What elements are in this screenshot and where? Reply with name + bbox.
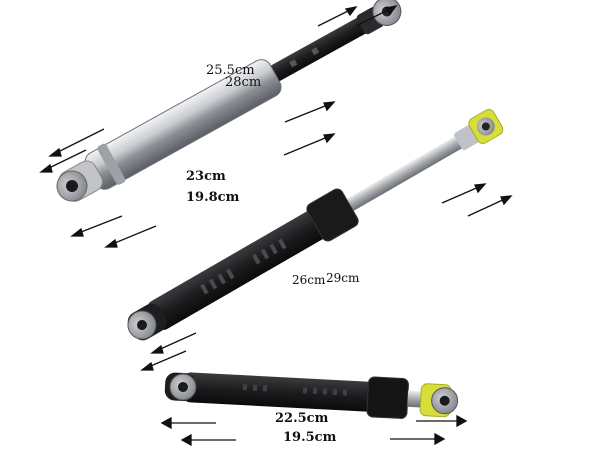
shock-absorber-chrome (56, 0, 402, 202)
piston-rod (342, 131, 471, 214)
black-body (182, 372, 384, 413)
right-pointing-arrow-icon (317, 6, 358, 27)
arrows (39, 5, 513, 447)
label-top-long-b: 28cm (225, 75, 262, 90)
label-top-long-a: 25.5cm (206, 63, 255, 78)
bushing-hole (481, 122, 490, 131)
body-ring (97, 143, 126, 185)
bushing-hole (137, 320, 147, 330)
tube-slot (311, 47, 320, 56)
bushing-hole (66, 180, 78, 192)
label-middle-b: 29cm (326, 271, 360, 285)
shock-absorber-black-short (164, 372, 459, 419)
left-pointing-arrow-icon (70, 215, 123, 237)
tube-slot (289, 59, 298, 68)
left-pointing-arrow-icon (160, 416, 216, 430)
right-pointing-arrow-icon (355, 5, 398, 27)
right-pointing-arrow-icon (467, 195, 513, 217)
right-pointing-arrow-icon (416, 414, 468, 428)
right-pointing-arrow-icon (283, 133, 336, 156)
body-collar (366, 376, 409, 419)
left-pointing-arrow-icon (104, 225, 157, 248)
body-ribs (242, 384, 348, 396)
left-pointing-arrow-icon (39, 149, 87, 173)
left-pointing-arrow-icon (140, 350, 187, 371)
bushing-hole (178, 382, 188, 392)
label-bottom-a: 22.5cm (275, 411, 329, 426)
body-ribs (200, 238, 287, 295)
bushing-hole (439, 395, 450, 406)
right-pointing-arrow-icon (441, 183, 487, 204)
body-collar (306, 188, 359, 242)
label-bottom-b: 19.5cm (283, 430, 337, 445)
black-body (147, 195, 353, 330)
label-top-short-a: 23cm (186, 169, 226, 184)
right-pointing-arrow-icon (284, 101, 336, 123)
left-pointing-arrow-icon (150, 332, 197, 354)
left-pointing-arrow-icon (180, 433, 236, 447)
label-middle-a: 26cm (292, 273, 326, 287)
left-pointing-arrow-icon (48, 128, 105, 157)
shock-absorber-black-long (127, 109, 504, 341)
label-top-short-b: 19.8cm (186, 190, 240, 205)
piston-rod (407, 390, 425, 408)
right-pointing-arrow-icon (390, 432, 446, 446)
